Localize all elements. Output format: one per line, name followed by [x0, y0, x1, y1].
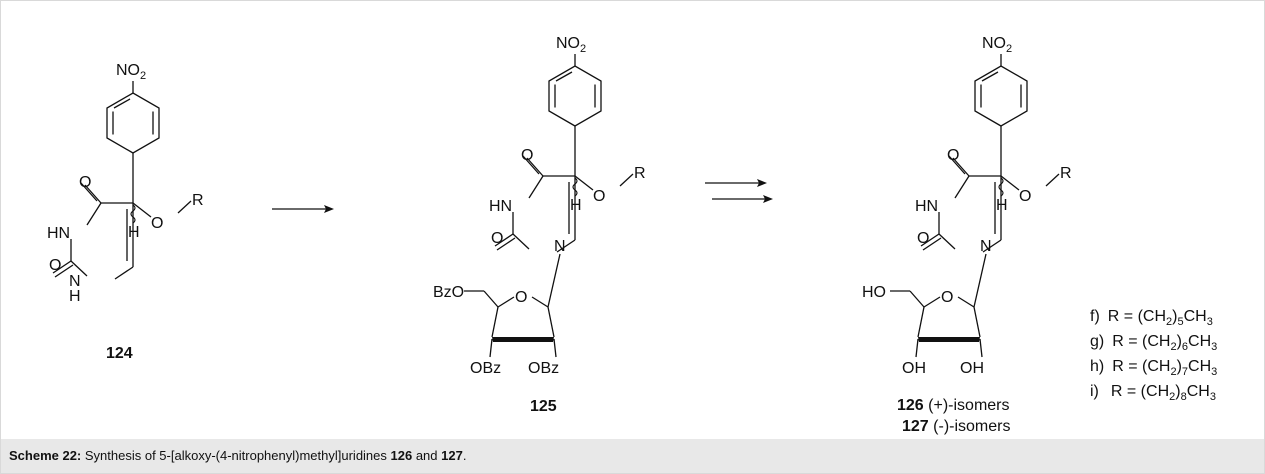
nh-label: HN	[915, 198, 938, 215]
alkoxy-o-label: O	[593, 188, 605, 205]
substituent-item: i)R = (CH2)8CH3	[1090, 383, 1216, 403]
ring-o-label: O	[941, 289, 953, 306]
alkoxy-r-label: R	[634, 165, 646, 182]
carbonyl-label: O	[491, 230, 503, 247]
caption-ref-127: 127	[441, 448, 463, 463]
ring-n-label: N	[980, 238, 992, 255]
obz-label: OBz	[470, 360, 501, 377]
bzo-label: BzO	[433, 284, 464, 301]
ring-n-label: N	[554, 238, 566, 255]
methine-h-label: H	[128, 224, 140, 241]
alkoxy-r-label: R	[1060, 165, 1072, 182]
compound-label-124: 124	[106, 345, 133, 362]
compound-label-126: 126 (+)-isomers	[897, 397, 1010, 414]
figure-caption: Scheme 22: Synthesis of 5-[alkoxy-(4-nit…	[9, 448, 466, 463]
nh-label: N	[69, 273, 81, 290]
ho-label: HO	[862, 284, 886, 301]
oh-label: OH	[960, 360, 984, 377]
reaction-scheme: NO2 O HN O N H O R H 124 NO2 O HN O N O …	[47, 35, 1217, 435]
substituent-list: f)R = (CH2)5CH3 g)R = (CH2)6CH3 h)R = (C…	[1090, 308, 1217, 403]
substituent-item: f)R = (CH2)5CH3	[1090, 308, 1213, 328]
carbonyl-label: O	[49, 257, 61, 274]
nh-label: HN	[47, 225, 70, 242]
caption-text: and	[412, 448, 442, 463]
ring-o-label: O	[515, 289, 527, 306]
carbonyl-label: O	[917, 230, 929, 247]
structure-126-127: NO2 O HN O N O R H O HO OH OH 126 (+)-is…	[862, 35, 1072, 435]
alkoxy-o-label: O	[1019, 188, 1031, 205]
substituent-item: g)R = (CH2)6CH3	[1090, 333, 1217, 353]
nitro-label: NO2	[982, 35, 1012, 55]
substituent-item: h)R = (CH2)7CH3	[1090, 358, 1217, 378]
compound-label-125: 125	[530, 398, 557, 415]
reaction-arrow	[272, 205, 334, 213]
nitro-label: NO2	[556, 35, 586, 55]
carbonyl-label: O	[521, 147, 533, 164]
caption-ref-126: 126	[390, 448, 413, 463]
structure-125: NO2 O HN O N O R H O BzO OBz OBz 125	[433, 35, 646, 415]
methine-h-label: H	[570, 197, 582, 214]
reaction-arrow	[705, 179, 773, 203]
nh-h-label: H	[69, 288, 81, 305]
nh-label: HN	[489, 198, 512, 215]
nitro-label: NO2	[116, 62, 146, 82]
carbonyl-label: O	[79, 174, 91, 191]
compound-label-127: 127 (-)-isomers	[902, 418, 1010, 435]
caption-text: Synthesis of 5-[alkoxy-(4-nitrophenyl)me…	[81, 448, 391, 463]
caption-text: .	[462, 448, 467, 463]
obz-label: OBz	[528, 360, 559, 377]
structure-124: NO2 O HN O N H O R H 124	[47, 62, 204, 362]
figure-frame	[0, 0, 1265, 439]
alkoxy-o-label: O	[151, 215, 163, 232]
methine-h-label: H	[996, 197, 1008, 214]
carbonyl-label: O	[947, 147, 959, 164]
caption-bar: Scheme 22: Synthesis of 5-[alkoxy-(4-nit…	[0, 439, 1265, 474]
caption-label: Scheme 22:	[9, 448, 82, 463]
oh-label: OH	[902, 360, 926, 377]
alkoxy-r-label: R	[192, 192, 204, 209]
